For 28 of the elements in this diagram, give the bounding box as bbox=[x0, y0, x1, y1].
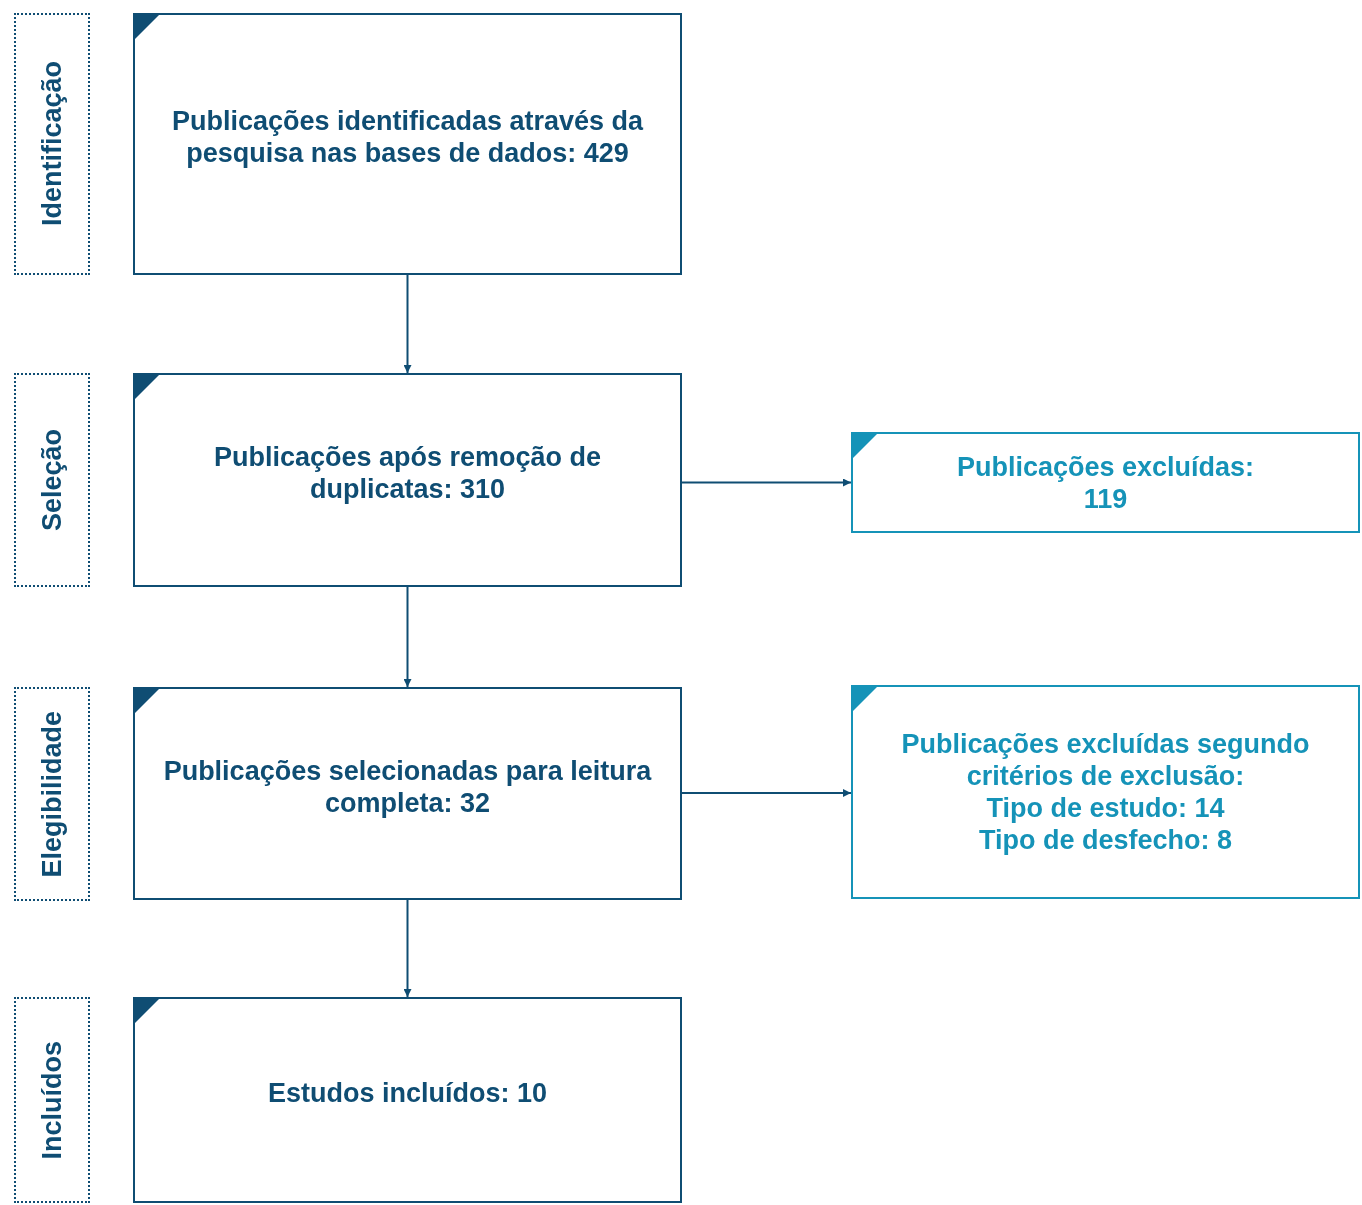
exclusion-box bbox=[851, 685, 1360, 899]
arrow bbox=[681, 478, 852, 487]
stage-label: Incluídos bbox=[36, 1040, 68, 1160]
stage-label: Identificação bbox=[36, 61, 68, 227]
stage-label: Seleção bbox=[36, 428, 68, 532]
box-text: 119 bbox=[1083, 482, 1128, 515]
box-text: Publicações selecionadas para leitura completa: 32 bbox=[162, 754, 653, 819]
process-box bbox=[133, 373, 682, 587]
process-box bbox=[133, 997, 682, 1203]
box-text: Publicações excluídas segundo critérios de exclusão: bbox=[900, 728, 1311, 792]
arrow bbox=[403, 899, 412, 998]
box-text: Estudos incluídos: 10 bbox=[267, 1077, 547, 1109]
exclusion-box bbox=[851, 432, 1360, 533]
stage-label-box bbox=[14, 687, 90, 901]
stage-label-box bbox=[14, 13, 90, 275]
process-box bbox=[133, 13, 682, 275]
stage-label: Elegibilidade bbox=[36, 710, 68, 878]
arrow bbox=[681, 789, 852, 797]
stage-label-box bbox=[14, 373, 90, 587]
box-text: Publicações excluídas: bbox=[956, 450, 1255, 483]
box-text: Tipo de estudo: 14 bbox=[986, 792, 1225, 824]
box-text: Tipo de desfecho: 8 bbox=[978, 824, 1232, 856]
process-box bbox=[133, 687, 682, 900]
arrow bbox=[403, 586, 412, 688]
stage-label-box bbox=[14, 997, 90, 1203]
box-text: Publicações identificadas através da pesquisa nas bases de dados: 429 bbox=[170, 105, 645, 169]
arrow bbox=[403, 274, 412, 374]
box-text: Publicações após remoção de duplicatas: 310 bbox=[212, 441, 603, 505]
